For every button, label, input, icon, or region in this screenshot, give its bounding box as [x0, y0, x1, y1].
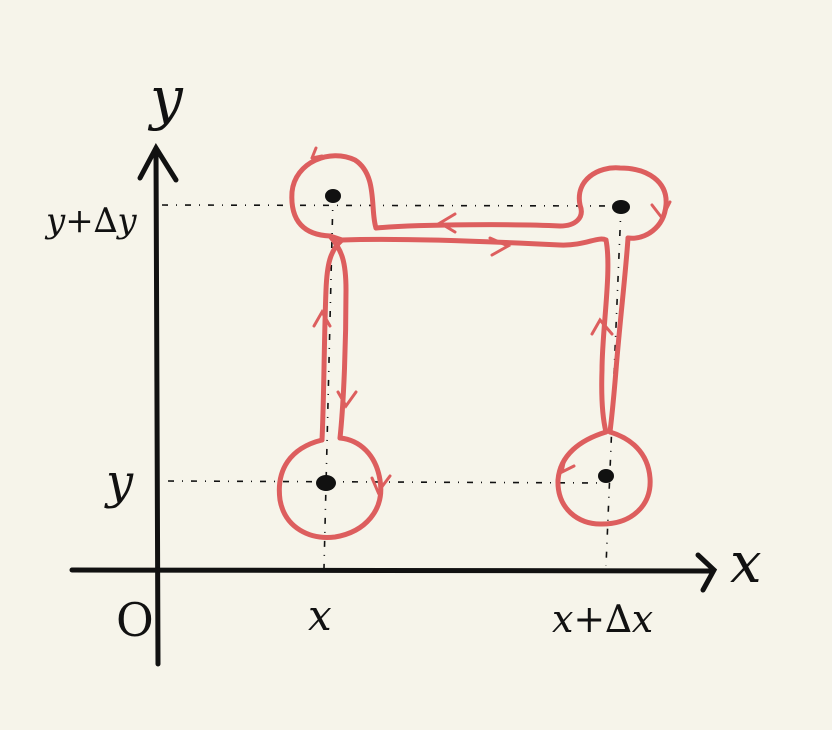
corner-points [316, 189, 630, 491]
point-bottom-left [316, 475, 336, 491]
x-axis-arrowhead [695, 552, 718, 593]
arrow-top-right-corner [650, 200, 672, 221]
loop-left-segment-a [319, 237, 345, 443]
arrow-right-segment [590, 317, 614, 336]
origin-label: O [116, 593, 154, 647]
arrow-bottom-right-corner [559, 456, 576, 475]
arrow-left-segment-up [312, 308, 332, 328]
y-axis-label: y [147, 64, 184, 132]
loop-top-segment-outgoing [373, 202, 584, 231]
loop-corner-top-right [576, 165, 669, 241]
arrow-left-segment-down [336, 390, 358, 409]
y-axis-line [153, 147, 161, 667]
guide-x-right [605, 206, 622, 567]
guide-y-upper [161, 204, 621, 207]
axes [69, 143, 718, 667]
loop-corner-top-left [289, 153, 379, 243]
direction-arrows [310, 146, 672, 495]
point-bottom-right [598, 469, 614, 483]
loop-top-segment-return [339, 236, 609, 248]
y-upper-label: y+∆y [44, 201, 137, 241]
guide-x-left [323, 195, 334, 569]
point-top-left [325, 189, 341, 203]
loop-corner-bottom-left [276, 435, 384, 540]
x-left-label: x [308, 591, 332, 640]
arrow-top-segment-left [437, 212, 457, 234]
point-top-right [612, 200, 630, 214]
loop-left-segment-b [327, 233, 349, 441]
x-right-label: x+∆x [552, 597, 653, 641]
arrow-bottom-left-corner [370, 474, 392, 495]
y-lower-label: y [104, 454, 134, 510]
loop-right-segment-a [599, 237, 611, 435]
guide-lines [161, 195, 622, 569]
guide-y-lower [167, 480, 606, 484]
arrow-top-left-corner [310, 146, 324, 160]
x-axis-label: x [730, 531, 762, 596]
loop-right-segment-b [607, 235, 631, 435]
y-axis-arrowhead [137, 143, 179, 183]
x-axis-line [69, 567, 715, 574]
arrow-top-segment-right [488, 236, 512, 257]
